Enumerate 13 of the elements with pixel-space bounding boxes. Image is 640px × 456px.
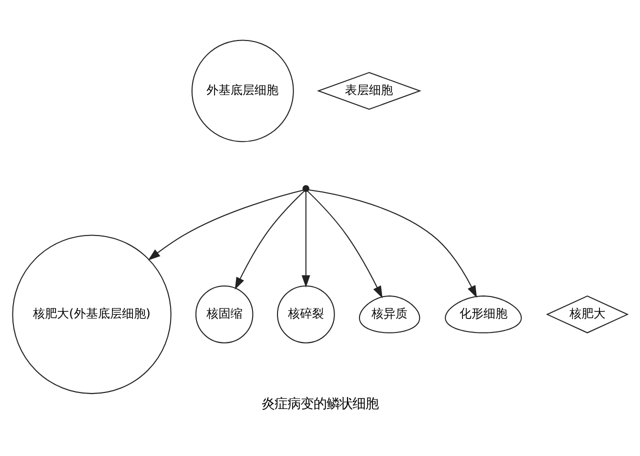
arrow <box>308 189 477 298</box>
arrow <box>302 192 310 288</box>
node-diamond: 核肥大 <box>546 296 629 334</box>
node-circle: 核碎裂 <box>276 285 335 344</box>
arrow <box>234 190 305 290</box>
node-circle: 外基底层细胞 <box>191 40 294 142</box>
node-point <box>302 185 310 192</box>
node-circle: 核肥大(外基底层细胞) <box>12 234 172 394</box>
arrow <box>148 190 304 260</box>
caption: 炎症病变的鳞状细胞 <box>262 397 378 412</box>
node-circle: 核固缩 <box>195 285 254 344</box>
arrow <box>307 190 383 298</box>
node-diamond: 表层细胞 <box>316 72 422 110</box>
